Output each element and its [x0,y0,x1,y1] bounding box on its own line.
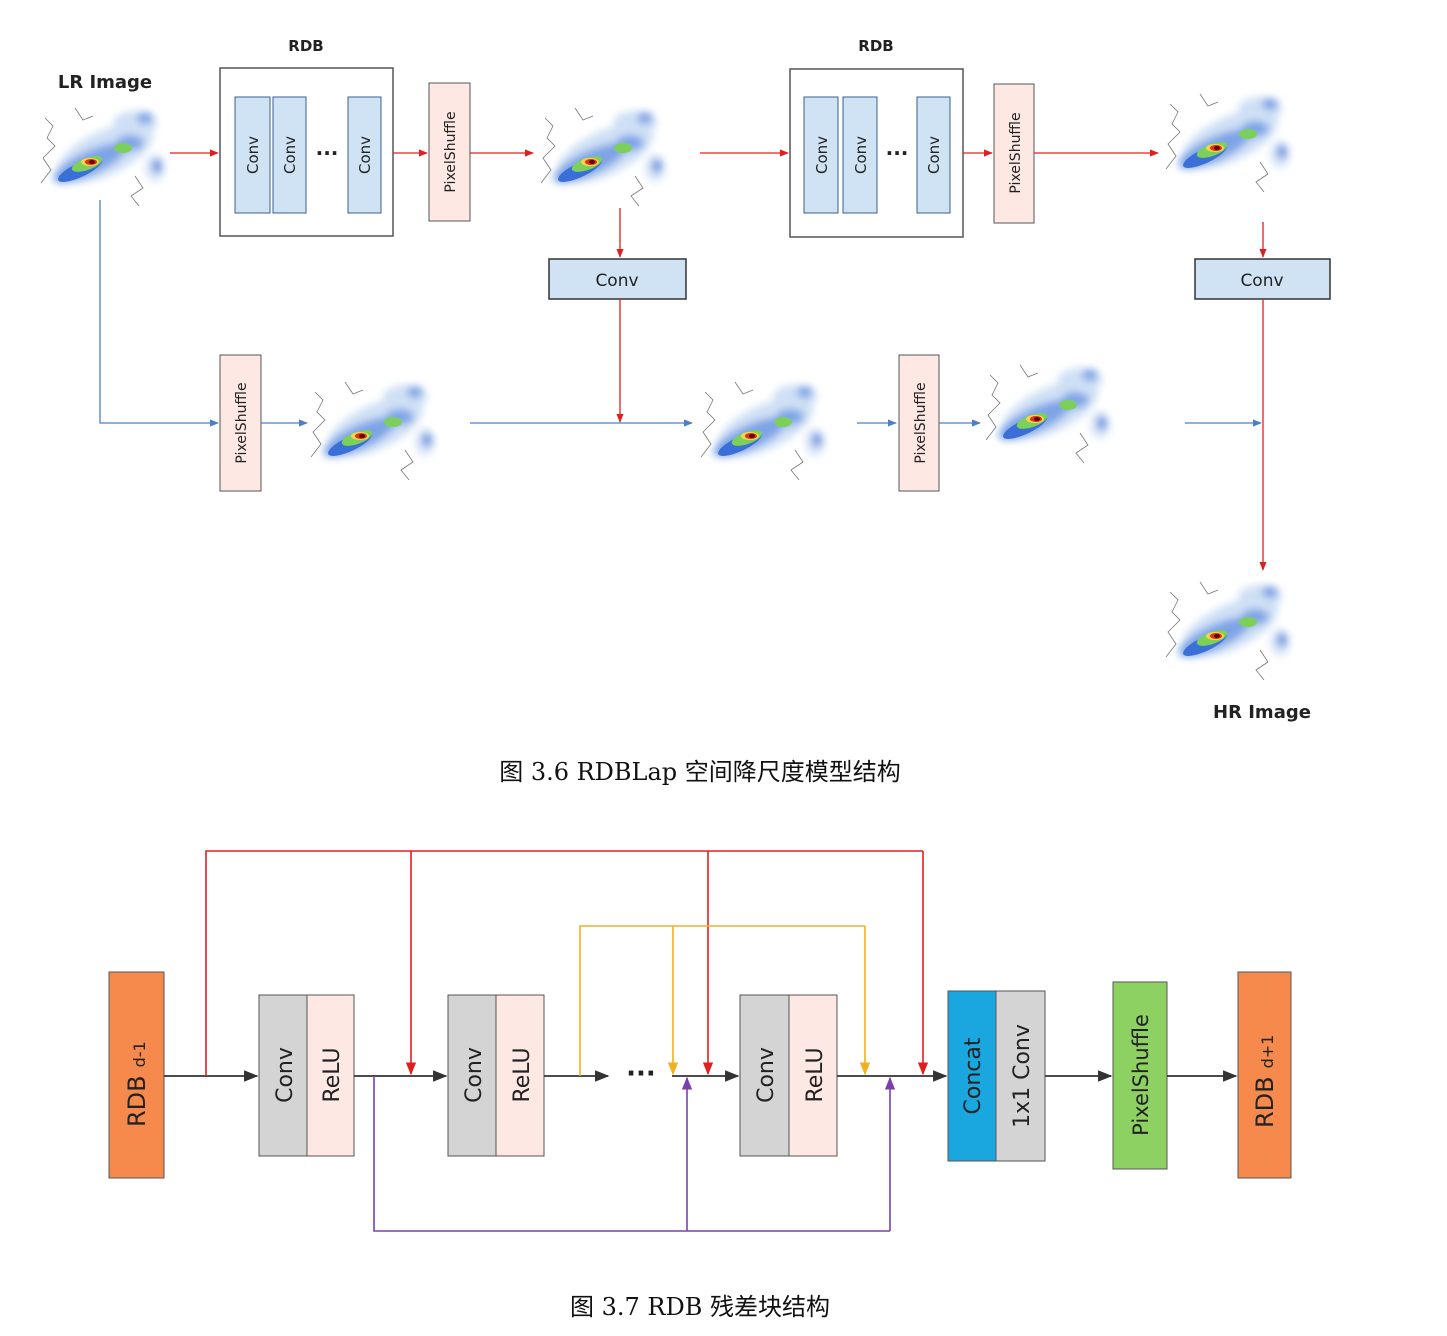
figure-3-6-caption: 图 3.6 RDBLap 空间降尺度模型结构 [499,758,901,786]
pixelshuffle-2-label: PixelShuffle [1008,112,1024,193]
hr-image-thumbnail [1166,582,1290,680]
figure-3-7: RDB d-1 Conv ReLU Conv ReLU ··· Conv ReLU… [108,850,1292,1321]
rdb-2-conv-3 [916,96,951,214]
figure-3-6: LR Image RDB Conv Conv ··· Conv PixelShu… [41,37,1331,786]
hr-image-label: HR Image [1213,702,1311,723]
conv-branch-1 [548,258,687,300]
pixelshuffle-lower-1-label: PixelShuffle [234,382,250,463]
rdb-1-label: RDB [288,37,323,55]
conv-block-3 [739,994,790,1157]
conv-block-1-label: Conv [273,1047,298,1103]
conv-block-2-label: Conv [462,1047,487,1103]
conv1x1-label: 1x1 Conv [1010,1024,1035,1128]
red-skip-top [205,850,923,1076]
figure2-ellipsis: ··· [626,1059,656,1089]
relu-block-1-label: ReLU [320,1047,345,1102]
arrow-lr-to-ps-lower [99,200,219,427]
rdb-d+1-main: RDB [1251,1076,1279,1128]
rdb-1-conv-3-label: Conv [356,136,374,174]
conv1x1-block [995,990,1046,1162]
pixelshuffle-block-label: PixelShuffle [1129,1014,1153,1136]
rdb-d-1-box [108,971,165,1179]
pixelshuffle-1-label: PixelShuffle [443,111,459,192]
relu-block-2 [495,994,545,1157]
conv-block-3-label: Conv [754,1047,779,1103]
rdb-1-conv-3 [347,96,382,214]
relu-block-1 [306,994,355,1157]
pixelshuffle-block [1112,981,1168,1170]
rdb-1-ellipsis: ··· [316,141,339,165]
intermediate-image-1 [541,108,665,206]
lr-image-label: LR Image [58,72,152,93]
pixelshuffle-lower-1 [219,354,262,492]
rdb-d-1-main: RDB [123,1075,151,1127]
concat-block [947,990,997,1162]
pixelshuffle-lower-2-label: PixelShuffle [913,382,929,463]
lower-image-2 [701,382,825,480]
conv-block-2 [447,994,497,1157]
rdb-d+1-label: RDB d+1 [1251,1035,1279,1128]
pixelshuffle-lower-2 [898,354,940,492]
relu-block-3 [788,994,838,1157]
concat-label: Concat [961,1037,986,1114]
rdb-d+1-box [1237,971,1292,1179]
rdb-2-ellipsis: ··· [886,141,909,165]
lr-image-thumbnail [41,108,165,206]
rdb-2-conv-3-label: Conv [925,136,943,174]
rdb-1-conv-2 [272,96,307,214]
purple-skip-bottom [373,1076,890,1232]
rdb-d-1-label: RDB d-1 [123,1041,151,1127]
rdb-d-1-sub: d-1 [130,1041,149,1067]
yellow-skip-top [579,925,865,1076]
conv-block-1 [258,994,308,1157]
rdb-2-label: RDB [858,37,893,55]
rdb-d+1-sub: d+1 [1258,1035,1277,1069]
relu-block-3-label: ReLU [803,1047,828,1102]
intermediate-image-2 [1166,94,1290,192]
rdb-2-conv-1-label: Conv [813,136,831,174]
lower-image-1 [311,382,435,480]
rdb-1-conv-1-label: Conv [244,136,262,174]
rdb-2-conv-2 [842,96,878,214]
pixelshuffle-2 [993,83,1035,224]
figure-3-7-caption: 图 3.7 RDB 残差块结构 [570,1293,830,1321]
pixelshuffle-1 [428,82,471,222]
conv-branch-2 [1194,258,1331,300]
rdb-1-conv-1 [234,96,271,214]
conv-branch-2-label: Conv [1240,271,1283,291]
relu-block-2-label: ReLU [510,1047,535,1102]
rdb-1-conv-2-label: Conv [281,136,299,174]
conv-branch-1-label: Conv [595,271,638,291]
lower-image-3 [986,365,1110,463]
rdb-2-conv-1 [803,96,839,214]
rdb-2-conv-2-label: Conv [852,136,870,174]
